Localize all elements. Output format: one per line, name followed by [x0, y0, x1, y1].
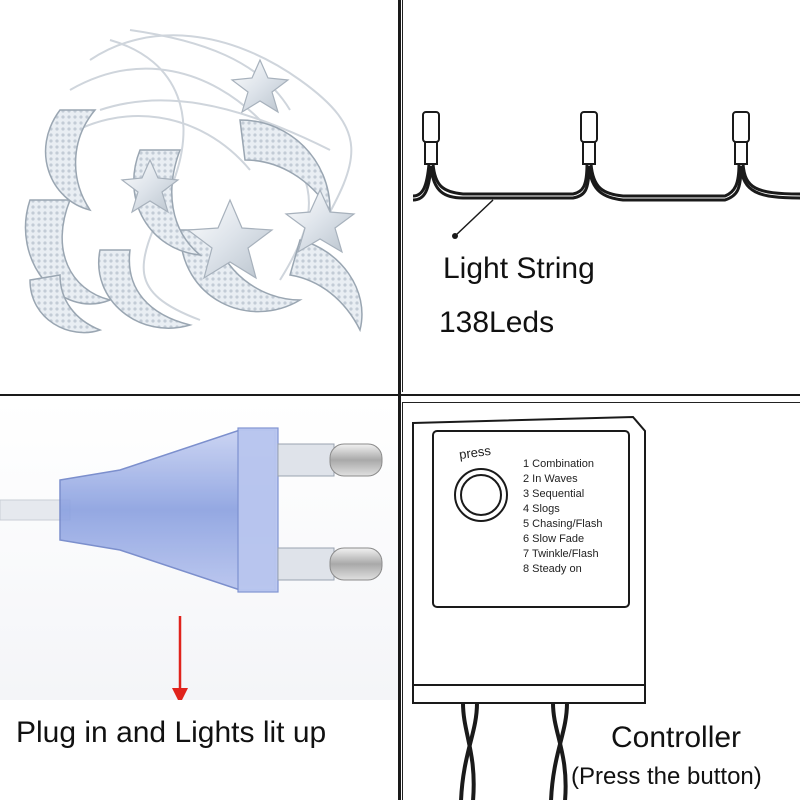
led-count-label: 138Leds	[439, 306, 555, 339]
controller-instruction: (Press the button)	[571, 763, 762, 790]
led-bulbs	[422, 111, 750, 165]
mode-item: 3 Sequential	[523, 488, 585, 500]
controller-box-drawing	[412, 415, 646, 800]
light-string-diagram	[412, 111, 800, 239]
mode-item: 4 Slogs	[523, 503, 560, 515]
mode-item: 7 Twinkle/Flash	[523, 548, 599, 560]
mode-item: 1 Combination	[523, 458, 594, 470]
pointer-dot	[452, 233, 458, 239]
plug-pins	[277, 443, 383, 581]
vertical-divider	[398, 0, 401, 800]
controller-wires	[459, 702, 569, 800]
mode-item: 8 Steady on	[523, 563, 582, 575]
light-string-label: Light String	[443, 252, 595, 285]
crystal-stars	[120, 58, 356, 280]
light-string-diagram-panel: Light String 138Leds	[402, 0, 800, 392]
down-arrow-icon	[172, 688, 188, 700]
moon-star-lights-illustration	[24, 29, 363, 334]
string-wire	[412, 163, 800, 202]
mode-list: 1 Combination 2 In Waves 3 Sequential 4 …	[523, 457, 603, 577]
mode-item: 5 Chasing/Flash	[523, 518, 603, 530]
moon-star-lights-photo	[0, 0, 398, 392]
mode-item: 6 Slow Fade	[523, 533, 585, 545]
press-button	[460, 474, 502, 516]
controller-label: Controller	[611, 721, 742, 754]
eu-plug-illustration	[0, 400, 398, 700]
pointer-line	[454, 199, 494, 237]
controller-diagram-panel: press 1 Combination 2 In Waves 3 Sequent…	[402, 402, 800, 800]
plug-caption: Plug in and Lights lit up	[16, 716, 327, 749]
plug-photo-panel: Plug in and Lights lit up	[0, 400, 398, 800]
mode-item: 2 In Waves	[523, 473, 578, 485]
plug-collar	[237, 427, 279, 593]
